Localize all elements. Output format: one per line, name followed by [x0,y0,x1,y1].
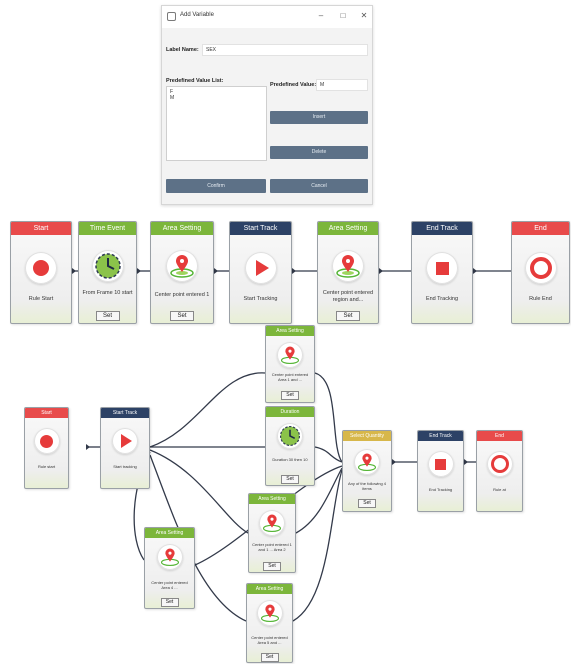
location-pin-icon [256,600,283,626]
node-header: Start [11,222,71,235]
minimize-icon[interactable]: – [318,11,324,20]
location-pin-icon [354,449,380,475]
predefined-value-field[interactable]: M [316,79,368,91]
predefined-value-list-label: Predefined Value List: [166,78,224,84]
node-header: Area Setting [247,584,292,594]
node-label: Duration 30 then 10 [272,457,308,462]
record-icon [33,428,60,454]
insert-button[interactable]: Insert [270,111,368,124]
start-node[interactable]: Start Rule start [24,407,69,489]
set-button[interactable]: Set [336,311,360,321]
area-setting-node[interactable]: Area Setting Center point entered Area 4… [144,527,195,609]
area-setting-node[interactable]: Area Setting Center point entered Area 1… [265,325,315,403]
location-pin-icon [277,342,303,368]
select-quantity-node[interactable]: Select Quantity Any of the following 4 i… [342,430,392,512]
time-event-node[interactable]: Time Event From Frame 10 start Set [78,221,137,324]
delete-button[interactable]: Delete [270,146,368,159]
stop-icon [426,252,458,284]
set-button[interactable]: Set [281,391,299,400]
node-label: Center point entered Area 1 and ... [271,372,309,382]
set-button[interactable]: Set [95,311,120,321]
dialog-title: Add Variable [180,12,214,18]
close-icon[interactable]: ✕ [360,11,368,20]
cancel-button[interactable]: Cancel [270,179,368,193]
node-header: End [512,222,569,235]
add-variable-dialog: Add Variable – □ ✕ Label Name: SEX Prede… [161,5,373,205]
end-track-node[interactable]: End Track End Tracking [411,221,473,324]
clock-icon [91,250,124,282]
node-header: Start [25,408,68,418]
area-setting-node[interactable]: Area Setting Center point entered region… [317,221,379,324]
node-label: Center point entered Area 4 ... [151,580,188,590]
area-setting-node[interactable]: Area Setting Center point entered Area 5… [246,583,293,663]
node-label: Any of the following 4 items [347,481,387,491]
set-button[interactable]: Set [263,562,281,571]
location-pin-icon [259,510,285,536]
record-icon [25,252,57,284]
node-header: Time Event [79,222,136,235]
node-label: Rule start [37,464,56,469]
node-header: Area Setting [318,222,378,235]
end-ring-icon [486,451,513,477]
area-setting-node[interactable]: Area Setting Center point entered 1 Set [150,221,214,324]
node-label: Start tracking [113,464,137,469]
location-pin-icon [332,250,364,282]
end-node[interactable]: End Rule End [511,221,570,324]
node-header: Start Track [101,408,149,418]
list-item[interactable]: M [170,95,175,101]
node-label: From Frame 10 start [82,290,133,296]
node-header: End Track [418,431,463,441]
location-pin-icon [156,544,183,570]
end-node[interactable]: End Rule at [476,430,523,512]
set-button[interactable]: Set [170,311,194,321]
node-label: Center point entered region and... [322,290,374,303]
node-header: Area Setting [151,222,213,235]
set-button[interactable]: Set [160,598,179,607]
start-node[interactable]: Start Rule Start [10,221,72,324]
clock-icon [277,423,303,449]
end-track-node[interactable]: End Track End Tracking [417,430,464,512]
node-header: End Track [412,222,472,235]
list-item[interactable]: F [170,89,174,95]
node-header: Area Setting [249,494,295,504]
predefined-value-label: Predefined Value: [270,82,317,88]
start-track-node[interactable]: Start Track Start Tracking [229,221,292,324]
node-header: Select Quantity [343,431,391,441]
node-label: Rule at [493,487,506,492]
play-icon [112,428,138,454]
maximize-icon[interactable]: □ [340,11,346,20]
node-label: Rule End [529,296,552,302]
label-name-label: Label Name: [166,47,199,53]
label-name-field[interactable]: SEX [202,44,368,56]
end-ring-icon [524,252,557,284]
node-header: Start Track [230,222,291,235]
node-label: Center point entered 1 and 1 ... Area 2 [252,542,292,552]
node-header: Duration [266,407,314,417]
dialog-titlebar: Add Variable – □ ✕ [162,6,372,28]
node-header: Area Setting [145,528,194,538]
start-track-node[interactable]: Start Track Start tracking [100,407,150,489]
node-label: Center point entered Area 5 and ... [251,635,288,645]
node-label: Rule Start [28,296,54,302]
node-label: End Tracking [425,296,459,302]
node-label: End Tracking [428,487,453,492]
set-button[interactable]: Set [281,475,299,484]
location-pin-icon [166,250,198,282]
node-label: Start Tracking [243,296,278,302]
confirm-button[interactable]: Confirm [166,179,266,193]
node-label: Center point entered 1 [154,292,210,298]
duration-node[interactable]: Duration Duration 30 then 10 Set [265,406,315,486]
node-header: End [477,431,522,441]
area-setting-node[interactable]: Area Setting Center point entered 1 and … [248,493,296,573]
stop-icon [427,451,454,477]
set-button[interactable]: Set [358,499,376,508]
play-icon [244,252,277,284]
set-button[interactable]: Set [260,653,279,662]
app-icon [167,12,176,21]
node-header: Area Setting [266,326,314,336]
predefined-value-list[interactable]: F M [166,86,267,161]
